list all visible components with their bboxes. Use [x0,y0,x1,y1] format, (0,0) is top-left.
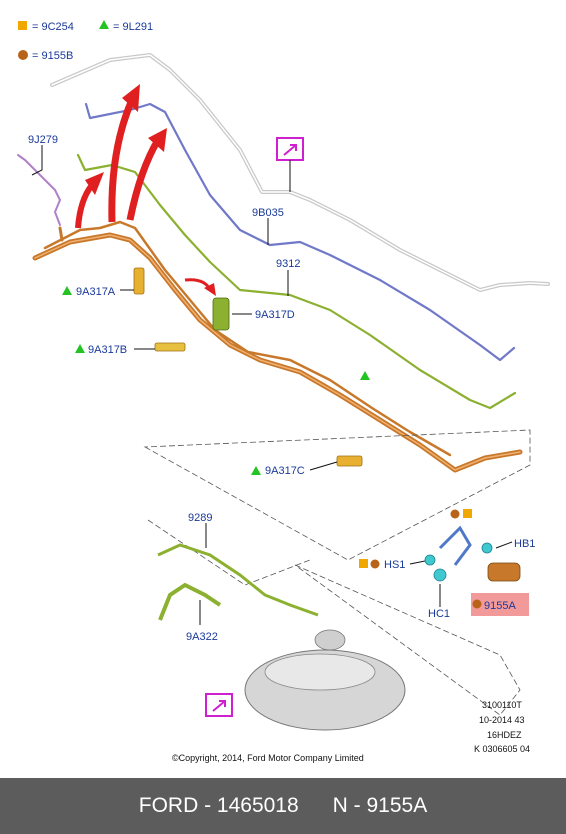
red-arrow-1-head [85,172,104,195]
footer-brand-part: FORD - 1465018 [138,794,299,817]
orange-feed-line [58,226,64,242]
square-top-pair [463,509,472,518]
filter-9155a [487,562,521,582]
label-9a317b: 9A317B [88,344,127,356]
copyright-text: ©Copyright, 2014, Ford Motor Company Lim… [172,753,364,763]
square-hs1 [359,559,368,568]
triangle-extra [360,371,370,380]
orange-line-bundle-inner [34,234,521,471]
label-9a317d: 9A317D [255,309,295,321]
triangle-9a317c [251,466,261,475]
green-harness-9a322 [158,582,222,621]
legend-square-symbol [18,21,27,30]
dashed-boxes [143,429,531,716]
bolt-hb1 [481,542,493,554]
dashed-box-sub [147,519,311,586]
lower-assemblies [157,525,521,731]
legend-item-9c254: = 9C254 [32,21,74,33]
red-arrow-2 [108,98,136,223]
label-9312: 9312 [276,258,300,270]
info-block: 3100110T 10-2014 43 16HDEZ K 0306605 04 [474,700,530,754]
clip-9a317c [336,455,363,467]
bolt-hs1 [424,554,436,566]
label-9a317a: 9A317A [76,286,116,298]
label-hs1: HS1 [384,559,405,571]
info-line-2: 10-2014 43 [479,715,525,725]
label-hc1: HC1 [428,608,450,620]
footer-ref-part: N - 9155A [332,794,428,817]
circle-9155a [472,599,482,609]
label-9a317c: 9A317C [265,465,305,477]
fuel-tank-top [264,653,376,691]
magenta-view-icon-top [276,137,304,161]
callout-symbols [62,286,529,616]
clip-9a317b [154,342,186,352]
circle-hs1 [370,559,380,569]
parts-diagram: = 9C254 = 9L291 = 9155B [17,20,550,763]
info-line-4: K 0306605 04 [474,744,530,754]
label-hb1: HB1 [514,538,535,550]
label-9j279: 9J279 [28,134,58,146]
info-line-3: 16HDEZ [487,730,522,740]
red-arrow-4-head [204,283,216,296]
info-line-1: 3100110T [482,700,522,710]
legend: = 9C254 = 9L291 = 9155B [18,20,153,62]
triangle-9a317a [62,286,72,295]
blue-line-9b035 [84,102,516,362]
grey-line-9b035-upper-inner [51,54,549,291]
triangle-9a317b [75,344,85,353]
label-9155a: 9155A [484,600,516,612]
bracket-hs1 [438,525,472,566]
footer-bar: FORD - 1465018 N - 9155A [0,778,566,834]
legend-triangle-symbol [99,20,109,29]
clips [133,267,363,467]
clamp-hc1 [433,568,447,582]
label-9289: 9289 [188,512,212,524]
leader-lines [31,145,513,625]
grey-line-9b035-upper [50,53,550,292]
dashed-box-lower [294,564,521,716]
red-arrow-2-head [122,84,140,112]
red-arrow-1 [75,183,95,229]
dashed-box-main [143,429,531,561]
legend-circle-symbol [18,50,28,60]
clip-9a317d [212,297,230,331]
red-arrow-3-head [148,128,167,152]
green-harness-9289 [157,543,319,617]
label-9b035: 9B035 [252,207,284,219]
purple-line-9j279 [17,154,61,226]
fuel-tank-neck [314,629,346,651]
red-arrow-3 [126,138,162,221]
callout-labels: 9J279 9B035 9312 9A317A 9A317D 9A317B 9A… [28,134,535,643]
magenta-view-icon-bottom [205,693,233,717]
orange-line-secondary [43,220,452,457]
highlight-9155a [471,593,529,616]
clip-9a317a [133,267,145,295]
red-arrows [75,84,216,296]
label-9a322: 9A322 [186,631,218,643]
legend-item-9155b: = 9155B [32,50,73,62]
fuel-lines [17,53,550,473]
circle-top-pair [450,509,460,519]
legend-item-9l291: = 9L291 [113,21,153,33]
green-line-9312 [76,153,517,410]
